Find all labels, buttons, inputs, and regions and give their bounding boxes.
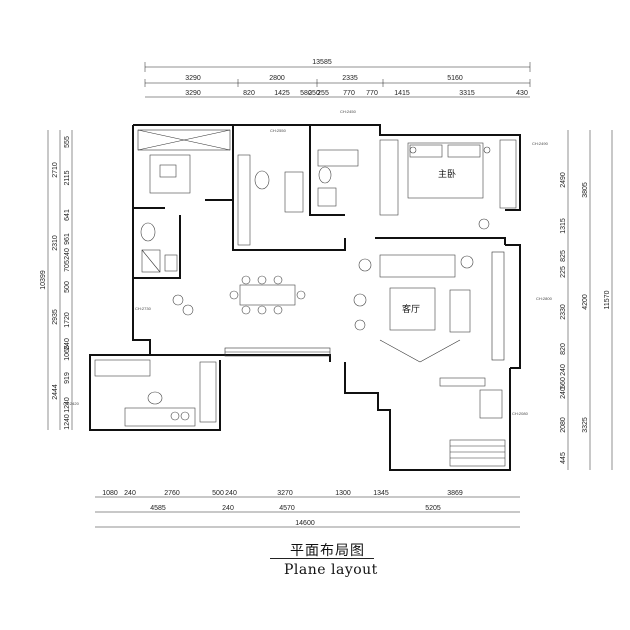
dim-top-total: 13585	[312, 59, 332, 66]
bottom-dimension-chains: 1080 240 2760 500 240 3270 1300 1345 386…	[95, 490, 520, 528]
dining-note: CH:2730	[135, 306, 152, 311]
dim-right-2-h: 560	[560, 377, 567, 389]
dim-right-2-i: 240	[560, 387, 567, 399]
top-dimension-chains: 13585 3290 2800 2335 5160 3290 820 1425 …	[144, 59, 531, 98]
dim-right-2-k: 445	[560, 452, 567, 464]
dim-right-2-b: 1315	[560, 218, 567, 234]
dim-left-2-a: 555	[64, 136, 71, 148]
dim-right-1-b: 4200	[582, 294, 589, 310]
dining-area: CH:2730	[135, 275, 306, 316]
dim-left-1-c: 2935	[52, 309, 59, 325]
dim-right-2-d: 225	[560, 266, 567, 278]
dim-top-2-b: 820	[243, 90, 255, 97]
dim-bottom-1-g: 1300	[335, 490, 351, 497]
dim-top-2-e: 250	[308, 90, 320, 97]
dim-top-1-d: 5160	[447, 75, 463, 82]
dim-right-2-j: 2080	[560, 417, 567, 433]
dim-bottom-1-b: 240	[124, 490, 136, 497]
dim-bottom-1-h: 1345	[373, 490, 389, 497]
dim-left-total: 10399	[40, 270, 47, 290]
master-note: CH:2490	[532, 141, 549, 146]
kitchen-note: CH:2420	[63, 401, 80, 406]
north-bath: CH:2550 CH:2450	[237, 109, 359, 246]
dim-bottom-1-i: 3869	[447, 490, 463, 497]
master-bedroom-label: 主卧	[438, 168, 456, 180]
dim-right-2-e: 2330	[560, 304, 567, 320]
dim-left-1-a: 2710	[52, 162, 59, 178]
dim-top-2-c: 1425	[274, 90, 290, 97]
dim-top-2-d: 580	[300, 90, 312, 97]
dim-bottom-2-b: 240	[222, 505, 234, 512]
dim-left-2-b: 2115	[64, 170, 71, 185]
nw-bedroom	[137, 129, 231, 194]
plan-title-chinese: 平面布局图	[290, 543, 365, 559]
dim-right-2-g: 240	[560, 364, 567, 376]
dim-top-1-b: 2800	[269, 75, 285, 82]
dim-left-1-b: 2310	[52, 235, 59, 251]
dim-right-2-a: 2490	[560, 172, 567, 188]
dim-top-2-h: 770	[366, 90, 378, 97]
dim-left-2-l: 1240	[64, 397, 71, 413]
dim-left-1-d: 2444	[52, 384, 59, 400]
dim-top-2-j: 3315	[459, 90, 475, 97]
plan-title-english: Plane layout	[284, 562, 378, 578]
dim-bottom-2-d: 5205	[425, 505, 441, 512]
left-bathroom	[140, 222, 178, 273]
dim-left-2-e: 240	[64, 248, 71, 260]
dim-top-2-a: 3290	[185, 90, 201, 97]
dim-left-2-j: 1065	[64, 345, 71, 361]
dim-left-2-d: 961	[64, 233, 71, 245]
dim-top-2-f: 255	[317, 90, 329, 97]
dim-bottom-2-c: 4570	[279, 505, 295, 512]
right-dimension-chains: 11570 3805 4200 3325 2490 1315 825 225 2…	[560, 130, 613, 470]
dim-right-2-c: 825	[560, 250, 567, 262]
dim-bottom-total: 14600	[295, 520, 315, 527]
dim-left-2-f: 705	[64, 260, 71, 272]
title-underline	[270, 558, 374, 559]
dim-bottom-1-d: 500	[212, 490, 224, 497]
kitchen: CH:2420	[63, 347, 331, 427]
dim-right-1-c: 3325	[582, 417, 589, 433]
dim-left-2-k: 919	[64, 372, 71, 384]
dim-top-1-c: 2335	[342, 75, 358, 82]
dim-top-2-i: 1415	[394, 90, 410, 97]
master-bedroom: 主卧 CH:2490	[379, 139, 549, 230]
dim-left-2-c: 641	[64, 209, 71, 221]
dim-top-1-a: 3290	[185, 75, 201, 82]
dim-right-1-a: 3805	[582, 182, 589, 198]
se-bedroom-note: CH:2080	[512, 411, 529, 416]
dim-left-2-g: 500	[64, 281, 71, 293]
dim-bottom-1-e: 240	[225, 490, 237, 497]
living-room-label: 客厅	[402, 303, 420, 315]
dim-bottom-1-f: 3270	[277, 490, 293, 497]
dim-bottom-1-c: 2760	[164, 490, 180, 497]
dim-top-2-k: 430	[516, 90, 528, 97]
dim-left-2-h: 1720	[64, 312, 71, 328]
dim-bottom-1-a: 1080	[102, 490, 118, 497]
dim-left-2-m: 1240	[64, 414, 71, 430]
walls	[89, 124, 521, 471]
se-bedroom: CH:2080	[439, 377, 529, 467]
dim-bottom-2-a: 4585	[150, 505, 166, 512]
living-note: CH:2800	[536, 296, 553, 301]
living-room: 客厅 CH:2800	[353, 251, 553, 363]
dim-top-2-g: 770	[343, 90, 355, 97]
dim-right-total: 11570	[604, 290, 611, 309]
bath-note-1: CH:2550	[270, 128, 287, 133]
bath-note-2: CH:2450	[340, 109, 357, 114]
dim-right-2-f: 820	[560, 343, 567, 355]
dim-left-2-i: 240	[64, 338, 71, 350]
left-dimension-chains: 10399 2710 2310 2935 2444 555 2115 641 9…	[40, 130, 73, 430]
